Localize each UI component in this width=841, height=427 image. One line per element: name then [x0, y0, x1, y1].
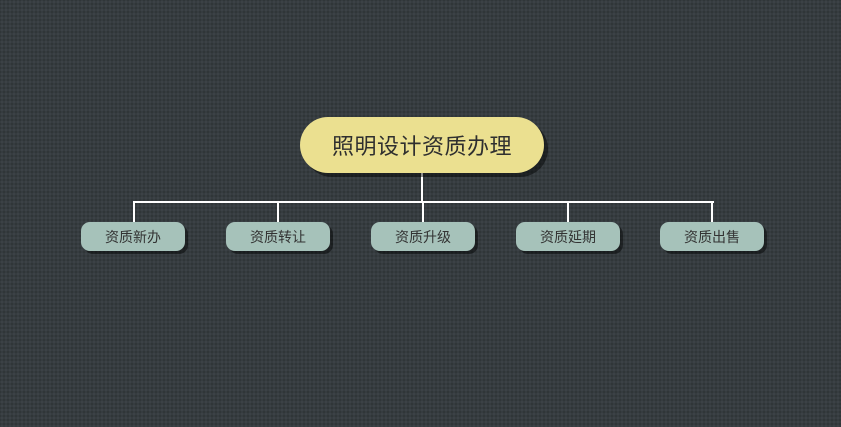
subtopic-label: 资质升级 [395, 229, 451, 246]
connector-branch-3 [422, 201, 424, 222]
subtopic-node-upgrade[interactable]: 资质升级 [371, 222, 475, 251]
subtopic-label: 资质转让 [250, 229, 306, 246]
subtopic-node-new-application[interactable]: 资质新办 [81, 222, 185, 251]
subtopic-label: 资质新办 [105, 229, 161, 246]
root-topic-node[interactable]: 照明设计资质办理 [300, 117, 544, 173]
connector-branch-5 [711, 201, 713, 222]
subtopic-label: 资质延期 [540, 229, 596, 246]
connector-branch-4 [567, 201, 569, 222]
connector-branch-2 [277, 201, 279, 222]
subtopic-node-extension[interactable]: 资质延期 [516, 222, 620, 251]
subtopic-node-sale[interactable]: 资质出售 [660, 222, 764, 251]
root-topic-label: 照明设计资质办理 [331, 135, 512, 160]
subtopic-node-transfer[interactable]: 资质转让 [226, 222, 330, 251]
connector-branch-1 [133, 201, 135, 222]
subtopic-label: 资质出售 [684, 229, 740, 246]
connector-root-stem [421, 173, 423, 202]
